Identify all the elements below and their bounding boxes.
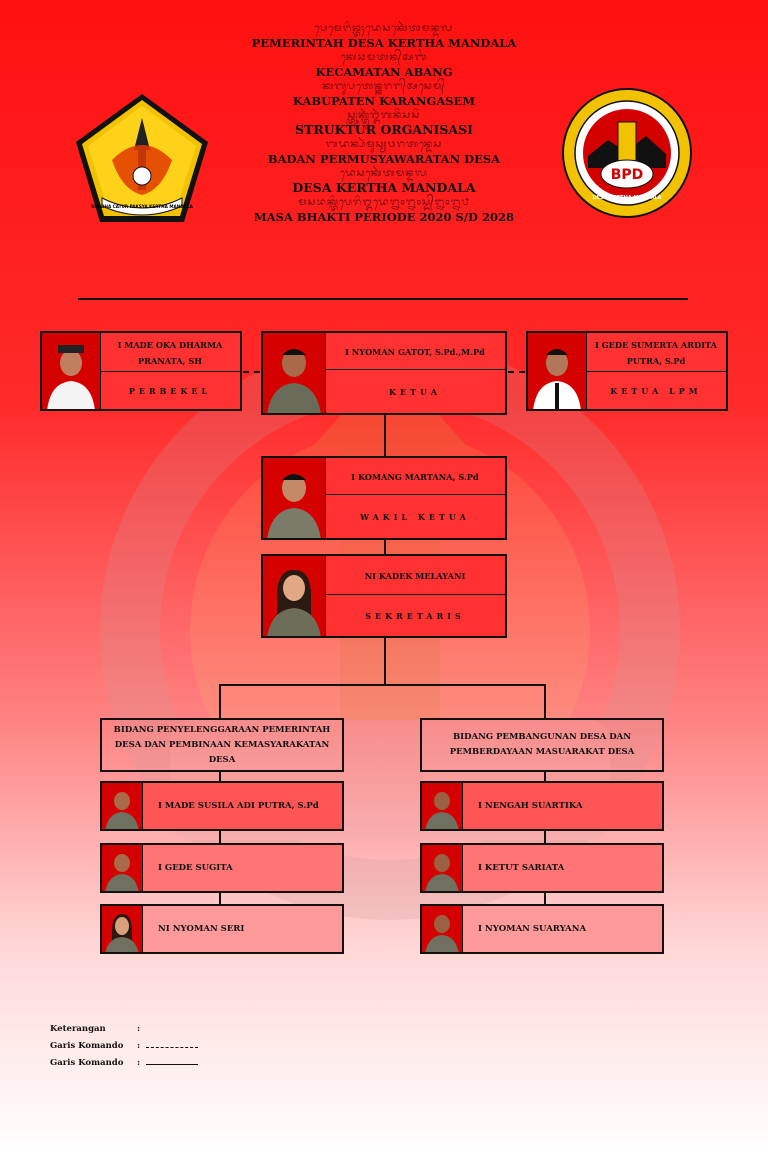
- legend-dashed-line: [146, 1047, 198, 1048]
- legend-solid-line: [146, 1064, 198, 1065]
- header-script-3: ᬓᬩᬸᬧᬢᬾᬦ᭄ᬓᬭᬗ᭄ᬅᬲᬾᬫ᭄: [322, 81, 446, 92]
- sekretaris-photo: [263, 556, 326, 636]
- bidang-left-title: BIDANG PENYELENGGARAAN PEMERINTAH DESA D…: [100, 718, 344, 772]
- ketua-lpm-photo: [528, 333, 587, 409]
- header-script-6: ᬤᬾᬲᬓᬾᬃᬢᬫᬦ᭄ᬤᬮ: [340, 168, 428, 179]
- legend-colon: :: [137, 1024, 141, 1034]
- sekretaris-name: NI KADEK MELAYANI: [364, 571, 466, 581]
- ketua-lpm-name: I GEDE SUMERTA ARDITA PUTRA, S.Pd: [594, 340, 718, 366]
- ketua-lpm-box: I GEDE SUMERTA ARDITA PUTRA, S.Pd KETUA …: [526, 331, 728, 411]
- bidang-right-title: BIDANG PEMBANGUNAN DESA DAN PEMBERDAYAAN…: [420, 718, 664, 772]
- person-photo-icon: [105, 914, 139, 952]
- bpd-logo-icon: BPD DESA KERTHA MANDALA: [562, 88, 692, 218]
- member-name: I GEDE SUGITA: [158, 863, 233, 873]
- perbekel-name: I MADE OKA DHARMA PRANATA, SH: [117, 340, 223, 366]
- header: ᬧᬾᬫᬾᬭᬶᬦ᭄ᬢᬄᬤᬾᬲᬓᬾᬃᬢᬫᬦ᭄ᬤᬮ PEMERINTAH DESA K…: [0, 22, 768, 225]
- member-box: I MADE SUSILA ADI PUTRA, S.Pd: [100, 781, 344, 831]
- member-photo: [422, 783, 463, 829]
- member-photo: [102, 783, 143, 829]
- coordination-line-left: [243, 371, 260, 373]
- person-photo-icon: [425, 854, 459, 891]
- ketua-role: KETUA: [325, 369, 505, 413]
- sekretaris-box: NI KADEK MELAYANI SEKRETARIS: [261, 554, 507, 638]
- perbekel-role: PERBEKEL: [100, 371, 240, 409]
- perbekel-photo: [42, 333, 101, 409]
- member-name: I MADE SUSILA ADI PUTRA, S.Pd: [158, 801, 319, 811]
- coordination-line-right: [508, 371, 525, 373]
- header-line-5: BADAN PERMUSYAWARATAN DESA: [267, 152, 501, 166]
- member-box: I KETUT SARIATA: [420, 843, 664, 893]
- sekretaris-role: SEKRETARIS: [325, 594, 505, 636]
- command-line-ketua-wakil: [384, 415, 386, 457]
- person-photo-icon: [47, 345, 95, 409]
- header-line-6: DESA KERTHA MANDALA: [292, 180, 476, 195]
- branch-line-right: [544, 684, 546, 720]
- perbekel-box: I MADE OKA DHARMA PRANATA, SH PERBEKEL: [40, 331, 242, 411]
- legend-row-solid: Garis Komando: [50, 1058, 124, 1068]
- column-line-right: [544, 772, 546, 904]
- header-line-2: KECAMATAN ABANG: [315, 65, 453, 79]
- header-script-5: ᬩᬤᬦ᭄ᬧᬃᬫᬸᬲ᭄ᬬᬯᬭᬢᬦ᭄ᬤᬾᬲ: [325, 139, 443, 150]
- member-name: I NENGAH SUARTIKA: [478, 801, 583, 811]
- member-name: NI NYOMAN SERI: [158, 924, 245, 934]
- member-box: I NYOMAN SUARYANA: [420, 904, 664, 954]
- person-photo-icon: [425, 792, 459, 829]
- person-photo-icon: [105, 854, 139, 891]
- person-photo-icon: [425, 915, 459, 952]
- member-name: I KETUT SARIATA: [478, 863, 565, 873]
- header-script-2: ᬓᬾᬘᬫᬢᬦ᭄ᬅᬩᬂ: [340, 52, 428, 63]
- header-script-1: ᬧᬾᬫᬾᬭᬶᬦ᭄ᬢᬄᬤᬾᬲᬓᬾᬃᬢᬫᬦ᭄ᬤᬮ: [314, 23, 454, 34]
- ketua-lpm-role: KETUA LPM: [586, 371, 726, 409]
- wakil-ketua-role: WAKIL KETUA: [325, 494, 505, 538]
- header-divider: [78, 298, 688, 300]
- legend-colon: :: [137, 1041, 141, 1051]
- header-line-3: KABUPATEN KARANGASEM: [292, 94, 476, 108]
- header-line-1: PEMERINTAH DESA KERTHA MANDALA: [251, 36, 517, 50]
- branch-line-left: [219, 684, 221, 720]
- left-logo-ribbon: SUDDHA CATUR PAKSYA KERTHA MANDALA: [91, 204, 194, 209]
- person-photo-icon: [105, 792, 139, 829]
- member-photo: [102, 845, 143, 891]
- legend-row-dashed: Garis Komando: [50, 1041, 124, 1051]
- member-box: I NENGAH SUARTIKA: [420, 781, 664, 831]
- column-line-left: [219, 772, 221, 904]
- member-photo: [102, 906, 143, 952]
- member-box: NI NYOMAN SERI: [100, 904, 344, 954]
- person-photo-icon: [267, 570, 321, 636]
- legend-title: Keterangan: [50, 1024, 106, 1034]
- wakil-ketua-box: I KOMANG MARTANA, S.Pd WAKIL KETUA: [261, 456, 507, 540]
- person-photo-icon: [533, 349, 581, 409]
- command-line-wakil-sekretaris: [384, 540, 386, 555]
- right-logo-badge: BPD: [611, 167, 644, 183]
- right-logo-ribbon: DESA KERTHA MANDALA: [592, 195, 661, 201]
- legend-colon: :: [137, 1058, 141, 1068]
- branch-horizontal-line: [219, 684, 546, 686]
- ketua-photo: [263, 333, 326, 413]
- command-line-sekretaris-branch: [384, 638, 386, 686]
- ketua-name: I NYOMAN GATOT, S.Pd.,M.Pd: [345, 347, 485, 357]
- member-photo: [422, 906, 463, 952]
- header-script-4: ᬲ᭄ᬢ᭄ᬭᬸᬓ᭄ᬢᬸᬃᬑᬃᬕᬦᬶᬲᬲᬶ: [347, 110, 421, 121]
- member-name: I NYOMAN SUARYANA: [478, 924, 587, 934]
- person-photo-icon: [267, 474, 321, 538]
- header-script-7: ᬫᬲᬪᬓ᭄ᬢᬶᬧᬾᬭᬶᬑᬤᬾ᭒᭐᭒᭐ᬲ᭄ᬤ᭄᭒᭐᭒᭘: [298, 197, 470, 208]
- wakil-ketua-name: I KOMANG MARTANA, S.Pd: [351, 472, 479, 482]
- member-box: I GEDE SUGITA: [100, 843, 344, 893]
- header-line-7: MASA BHAKTI PERIODE 2020 S/D 2028: [254, 210, 514, 224]
- person-photo-icon: [267, 349, 321, 413]
- header-line-4: STRUKTUR ORGANISASI: [295, 122, 473, 137]
- ketua-box: I NYOMAN GATOT, S.Pd.,M.Pd KETUA: [261, 331, 507, 415]
- wakil-ketua-photo: [263, 458, 326, 538]
- member-photo: [422, 845, 463, 891]
- karangasem-logo-icon: SUDDHA CATUR PAKSYA KERTHA MANDALA: [76, 94, 208, 222]
